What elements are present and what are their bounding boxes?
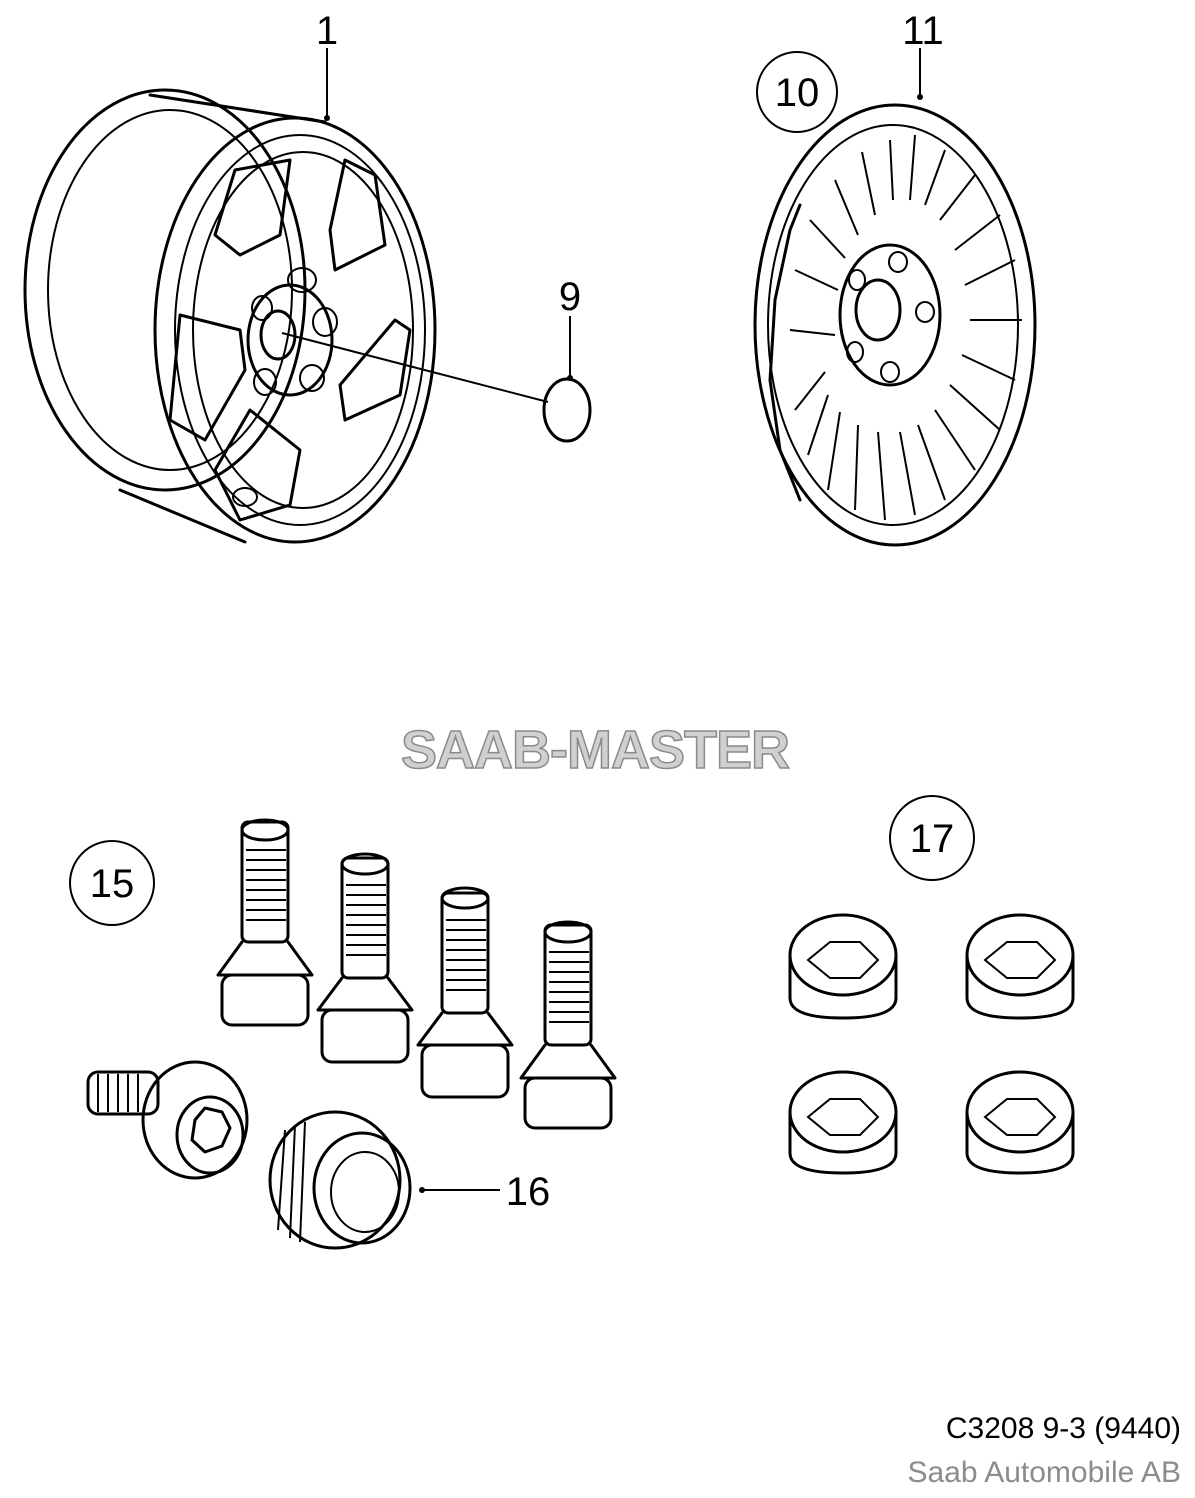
callout-15: 15 (90, 862, 135, 906)
callout-10-circle (756, 51, 838, 133)
callout-15-circle (69, 840, 155, 926)
center-cap-illustration (542, 316, 592, 443)
callout-9: 9 (559, 275, 581, 319)
nut-caps-illustration (788, 913, 1075, 1175)
callout-16: 16 (506, 1170, 551, 1214)
lug-bolts-illustration (216, 818, 617, 1130)
callout-17-circle (889, 795, 975, 881)
callout-10: 10 (775, 71, 820, 115)
hubcap-illustration (753, 48, 1037, 547)
lock-bolt-illustration (86, 1060, 500, 1250)
alloy-wheel-illustration (23, 48, 549, 544)
callout-11: 11 (902, 9, 944, 53)
callout-17: 17 (910, 817, 955, 861)
copyright-text: Saab Automobile AB (907, 1456, 1181, 1489)
diagram-code: C3208 9-3 (9440) (945, 1412, 1181, 1445)
watermark: SAAB-MASTER (401, 720, 789, 780)
callout-1: 1 (316, 9, 338, 53)
